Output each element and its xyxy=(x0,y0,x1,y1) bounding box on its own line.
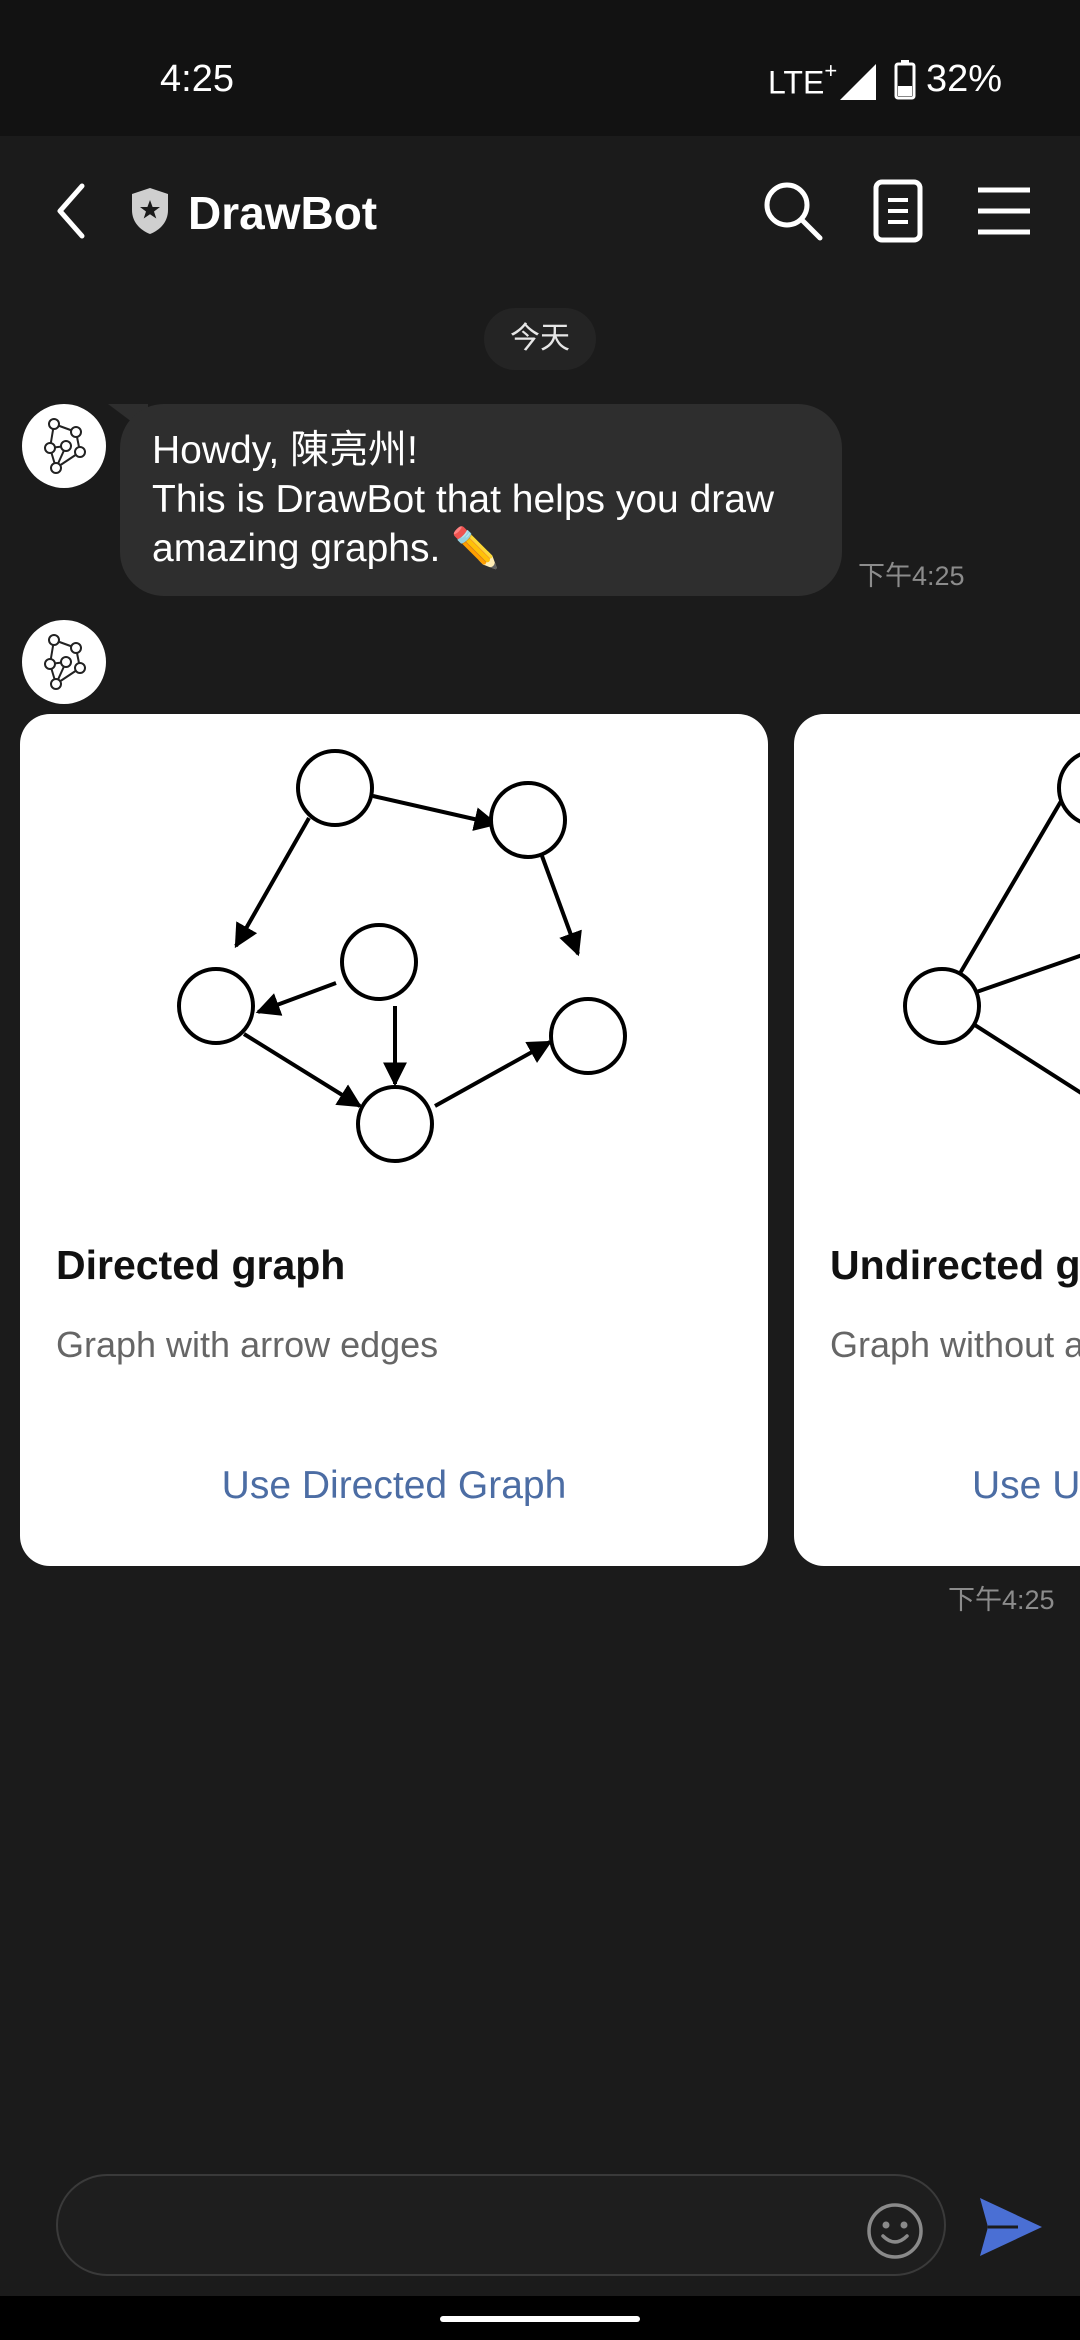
message-line: amazing graphs. ✏️ xyxy=(152,527,500,570)
message-bubble[interactable]: Howdy, 陳亮州! This is DrawBot that helps y… xyxy=(120,404,842,596)
use-undirected-graph-button[interactable]: Use Undirected Graph xyxy=(972,1464,1080,1507)
message-timestamp: 下午4:25 xyxy=(858,561,965,591)
card-title: Undirected graph xyxy=(830,1242,1080,1288)
battery-icon xyxy=(894,60,916,100)
network-indicator: LTE+ xyxy=(768,58,837,102)
message-input[interactable] xyxy=(94,2200,874,2254)
menu-icon[interactable] xyxy=(974,178,1034,244)
network-type: LTE xyxy=(768,64,825,101)
carousel-timestamp: 下午4:25 xyxy=(948,1585,1055,1615)
chat-header: DrawBot xyxy=(0,136,1080,286)
system-nav-bar xyxy=(0,2296,1080,2340)
card-title: Directed graph xyxy=(56,1242,346,1288)
use-directed-graph-button[interactable]: Use Directed Graph xyxy=(221,1464,567,1507)
bot-avatar[interactable] xyxy=(22,620,106,704)
home-indicator[interactable] xyxy=(440,2316,640,2322)
status-time: 4:25 xyxy=(160,58,234,100)
directed-graph-card[interactable]: Directed graph Graph with arrow edges Us… xyxy=(20,714,768,1566)
back-arrow-icon[interactable] xyxy=(44,176,104,246)
graph-logo-icon xyxy=(44,634,86,690)
status-bar: 4:25 LTE+ 32% xyxy=(0,0,1080,136)
directed-graph-illustration xyxy=(177,749,627,1163)
message-input-field[interactable] xyxy=(56,2174,946,2276)
chat-title: DrawBot xyxy=(188,187,378,239)
card-description: Graph with arrow edges xyxy=(56,1324,439,1365)
shield-icon xyxy=(132,188,168,234)
undirected-graph-illustration xyxy=(903,752,1080,1095)
send-icon[interactable] xyxy=(978,2196,1044,2258)
search-icon[interactable] xyxy=(760,178,826,244)
graph-logo-icon xyxy=(44,418,86,474)
signal-icon xyxy=(840,64,876,100)
message-line: This is DrawBot that helps you draw xyxy=(152,478,775,521)
message-composer xyxy=(0,2154,1080,2296)
note-icon[interactable] xyxy=(868,178,928,244)
card-description: Graph without arrow edges xyxy=(830,1324,1080,1365)
undirected-graph-card[interactable]: Undirected graph Graph without arrow edg… xyxy=(794,714,1080,1566)
emoji-icon[interactable] xyxy=(866,2202,924,2260)
message-line: Howdy, 陳亮州! xyxy=(152,429,418,472)
battery-percent: 32% xyxy=(926,58,1003,100)
network-plus: + xyxy=(824,58,838,83)
bot-avatar[interactable] xyxy=(22,404,106,488)
date-separator: 今天 xyxy=(484,308,596,370)
